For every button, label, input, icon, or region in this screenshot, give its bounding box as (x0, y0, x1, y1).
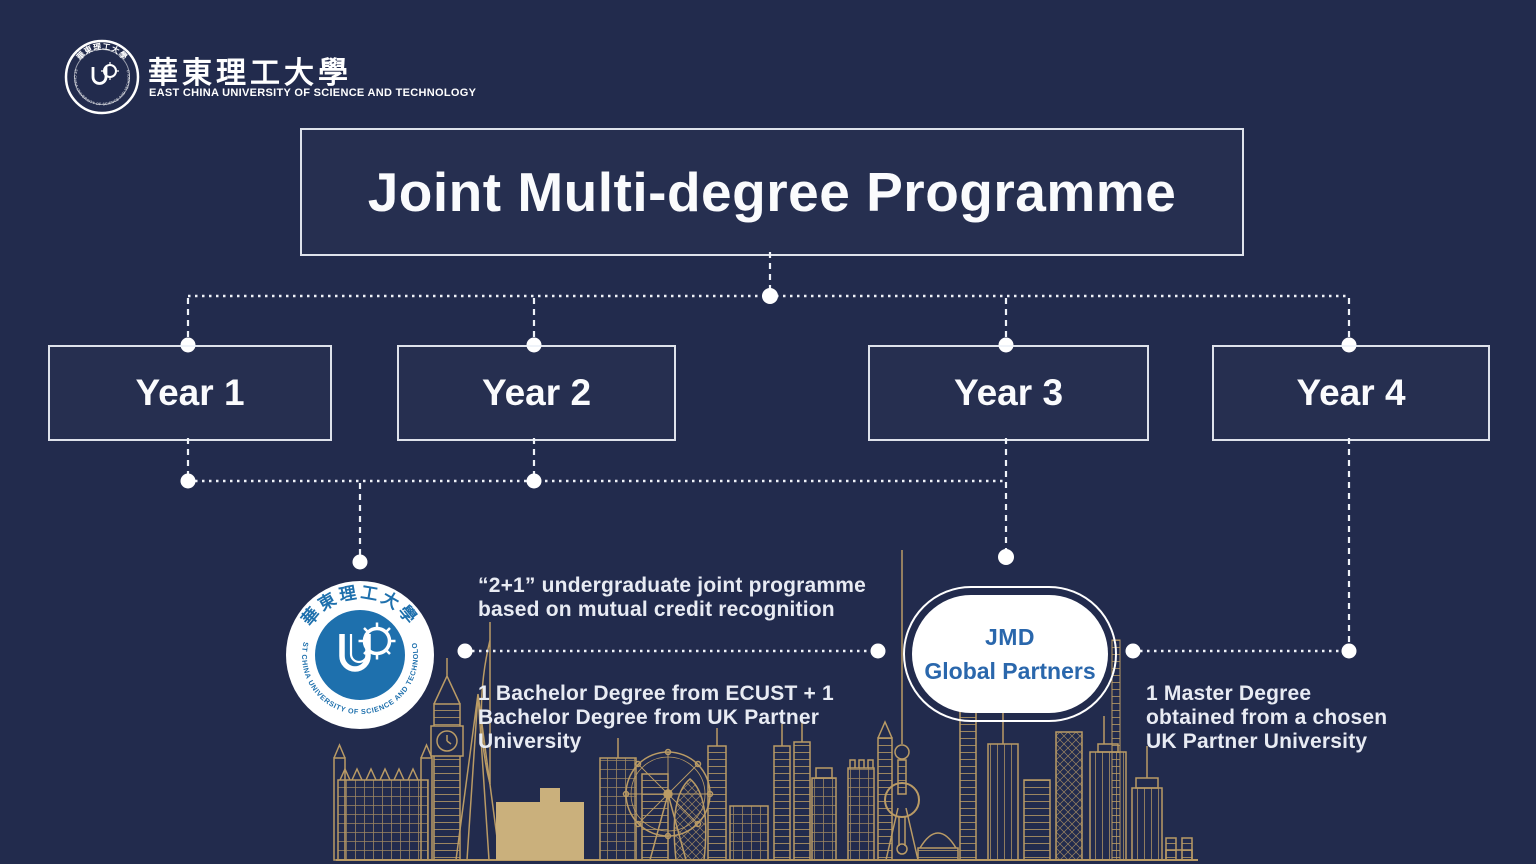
building-mid-towers (599, 738, 669, 861)
programme-note: “2+1” undergraduate joint programme base… (478, 574, 908, 622)
jmd-badge-title: JMD (984, 623, 1036, 650)
city-skyline (333, 550, 1198, 861)
building-sail-mast (480, 622, 491, 785)
master-note: 1 Master Degree obtained from a chosen U… (1146, 682, 1446, 754)
programme-note-line: based on mutual credit recognition (478, 598, 835, 621)
connector-lines (186, 252, 1351, 653)
oriental-pearl-tower (884, 550, 920, 861)
seal-emblem (339, 622, 396, 672)
bachelor-note: 1 Bachelor Degree from ECUST + 1 Bachelo… (478, 682, 858, 754)
building-gold-block (496, 788, 584, 860)
building-big-ben (430, 658, 464, 861)
building-gherkin (673, 778, 707, 861)
building-twin-towers (773, 718, 837, 861)
mini-seal-en-text: EAST CHINA UNIVERSITY OF SCIENCE AND TEC… (0, 0, 131, 106)
svg-text:華東理工大學: 華東理工大學 (74, 42, 130, 62)
bachelor-note-line: University (478, 730, 582, 753)
connector-dot (762, 288, 778, 304)
mini-seal-emblem (91, 62, 119, 85)
year-2-box: Year 2 (397, 345, 676, 441)
year-1-label: Year 1 (135, 372, 245, 413)
connector-dot (180, 473, 196, 489)
connector-dot (526, 473, 542, 489)
jmd-badge: JMD Global Partners (912, 595, 1108, 713)
year-3-label: Year 3 (953, 372, 1064, 413)
programme-note-line: “2+1” undergraduate joint programme (478, 574, 866, 597)
connector-dot (998, 549, 1014, 565)
slide-title-box: Joint Multi-degree Programme (300, 128, 1244, 256)
year-4-box: Year 4 (1212, 345, 1490, 441)
connector-dot (1125, 643, 1141, 659)
connector-dot (1341, 643, 1357, 659)
master-note-line: 1 Master Degree (1146, 682, 1312, 705)
year-1-box: Year 1 (48, 345, 332, 441)
building-westminster (333, 743, 433, 861)
master-note-line: UK Partner University (1146, 730, 1368, 753)
connector-dots (180, 288, 1357, 659)
mini-seal-cn-text: 華東理工大學 (74, 42, 129, 62)
university-name-chinese: 華東理工大學 (148, 57, 352, 90)
jmd-badge-subtitle: Global Partners (924, 657, 1096, 684)
year-3-box: Year 3 (868, 345, 1149, 441)
connector-dot (352, 554, 368, 570)
svg-text:EAST CHINA UNIVERSITY OF SCIEN: EAST CHINA UNIVERSITY OF SCIENCE AND TEC… (0, 0, 131, 106)
right-skyscrapers (959, 639, 1193, 861)
university-logo-small: 華東理工大學 EAST CHINA UNIVERSITY OF SCIENCE … (0, 0, 140, 115)
building-dome (917, 832, 959, 861)
year-2-label: Year 2 (481, 372, 592, 413)
connector-dot (870, 643, 886, 659)
year-4-label: Year 4 (1296, 372, 1406, 413)
building-slab (707, 728, 769, 861)
bachelor-note-line: Bachelor Degree from UK Partner (478, 706, 820, 729)
master-note-line: obtained from a chosen (1146, 706, 1388, 729)
slide-title: Joint Multi-degree Programme (367, 161, 1177, 223)
university-name-english: EAST CHINA UNIVERSITY OF SCIENCE AND TEC… (149, 87, 477, 99)
connector-dot (457, 643, 473, 659)
bachelor-note-line: 1 Bachelor Degree from ECUST + 1 (478, 682, 834, 705)
jmd-badge-ring (903, 586, 1117, 722)
